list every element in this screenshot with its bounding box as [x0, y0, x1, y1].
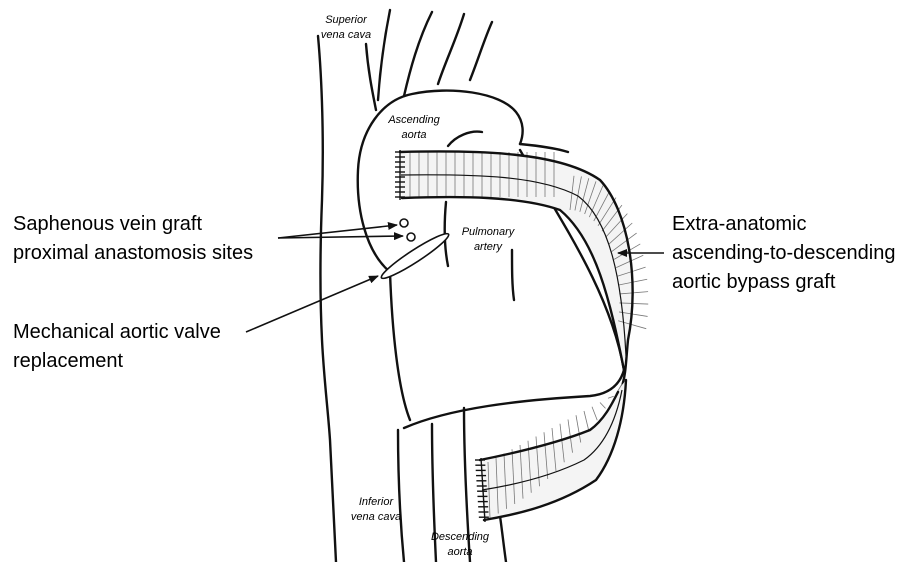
superior-vena-cava [318, 36, 376, 562]
arrow-to-valve [246, 276, 378, 332]
bypass-graft-upper [400, 151, 648, 386]
bypass-graft-lower [480, 380, 626, 520]
suture-lines [395, 150, 489, 522]
anastomosis-site-2 [407, 233, 415, 241]
anastomosis-site-1 [400, 219, 408, 227]
aortic-arch-branches [378, 10, 492, 100]
vein-graft-anastomosis-sites [400, 219, 415, 241]
